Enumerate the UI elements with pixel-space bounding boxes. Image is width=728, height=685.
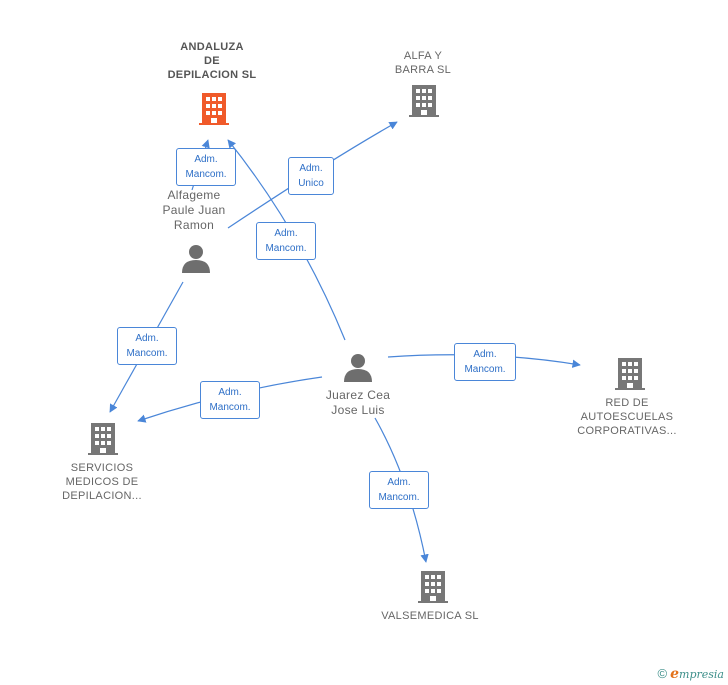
node-servicios-label[interactable]: SERVICIOS MEDICOS DE DEPILACION... [50,461,154,503]
edge-label-role: Adm. [274,228,298,239]
edge-label-type: Mancom. [464,364,506,375]
edge-label-juarez-andaluza[interactable]: Adm. Mancom. [256,222,316,260]
edge-label-role: Adm. [299,163,323,174]
node-alfageme-line-2: Paule Juan [162,203,226,217]
edge-label-type: Mancom. [265,243,307,254]
brand-initial: e [670,666,680,682]
node-juarez-label[interactable]: Juarez Cea Jose Luis [308,388,408,418]
node-alfageme-label[interactable]: Alfageme Paule Juan Ramon [148,188,240,233]
node-valsemedica-label[interactable]: VALSEMEDICA SL [370,609,490,623]
copyright-symbol: © [657,666,668,681]
building-icon[interactable] [408,83,440,117]
edge-label-alfageme-andaluza[interactable]: Adm. Mancom. [176,148,236,186]
edge-label-type: Mancom. [126,348,168,359]
node-red-line-3: CORPORATIVAS... [577,425,677,437]
node-red-line-2: AUTOESCUELAS [580,411,674,423]
edge-label-juarez-red[interactable]: Adm. Mancom. [454,343,516,381]
node-alfa-label[interactable]: ALFA Y BARRA SL [380,49,466,77]
edge-label-alfageme-alfa[interactable]: Adm. Unico [288,157,334,195]
node-red-label[interactable]: RED DE AUTOESCUELAS CORPORATIVAS... [570,396,684,438]
edge-label-role: Adm. [387,477,411,488]
edge-label-juarez-valsemedica[interactable]: Adm. Mancom. [369,471,429,509]
edge-label-role: Adm. [194,154,218,165]
node-juarez-line-2: Jose Luis [331,403,385,417]
building-icon[interactable] [87,421,119,455]
node-servicios-line-1: SERVICIOS [70,462,134,474]
node-alfa-line-1: ALFA Y [403,50,443,62]
edge-label-role: Adm. [473,349,497,360]
edge-label-alfageme-servicios[interactable]: Adm. Mancom. [117,327,177,365]
building-icon[interactable] [614,356,646,390]
node-servicios-line-3: DEPILACION... [62,490,142,502]
building-icon[interactable] [198,91,230,125]
node-valsemedica-line-1: VALSEMEDICA SL [381,610,479,622]
node-servicios-line-2: MEDICOS DE [65,476,139,488]
node-andaluza-line-3: DEPILACION SL [167,69,257,81]
edge-label-type: Unico [298,178,324,189]
node-andaluza-line-1: ANDALUZA [180,41,244,53]
edge-label-type: Mancom. [378,492,420,503]
node-alfageme-line-1: Alfageme [167,188,221,202]
edge-label-role: Adm. [135,333,159,344]
edge-label-role: Adm. [218,387,242,398]
node-alfa-line-2: BARRA SL [394,64,452,76]
node-andaluza-label[interactable]: ANDALUZA DE DEPILACION SL [150,40,274,82]
node-alfageme-line-3: Ramon [173,218,215,232]
edge-label-type: Mancom. [185,169,227,180]
person-icon[interactable] [181,243,211,273]
building-icon[interactable] [417,569,449,603]
person-icon[interactable] [343,352,373,382]
brand-name: mpresia [679,668,724,681]
node-red-line-1: RED DE [605,397,649,409]
node-andaluza-line-2: DE [204,55,220,67]
edge-label-juarez-servicios[interactable]: Adm. Mancom. [200,381,260,419]
edge-label-type: Mancom. [209,402,251,413]
empresia-watermark: ©empresia [658,666,724,682]
node-juarez-line-1: Juarez Cea [325,388,391,402]
